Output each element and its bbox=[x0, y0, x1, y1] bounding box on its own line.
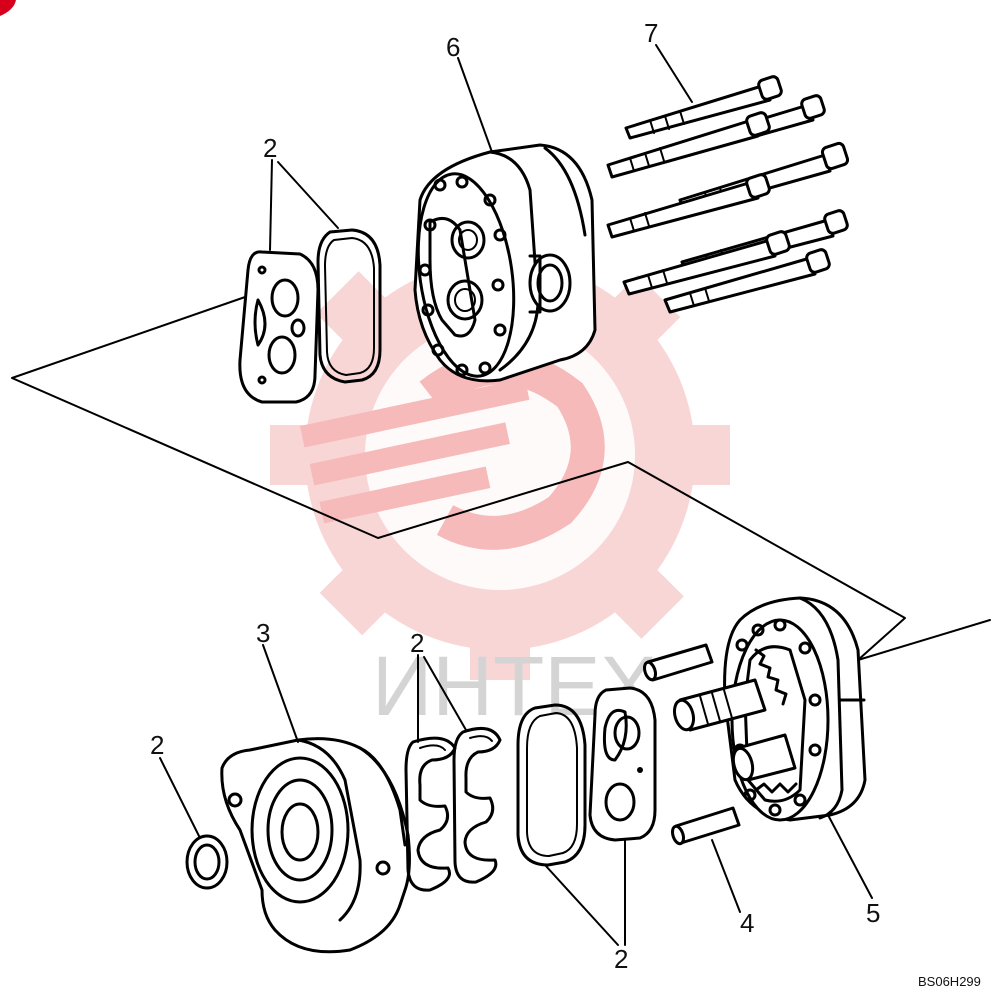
bolt-set bbox=[606, 75, 850, 314]
bolt bbox=[606, 111, 771, 179]
callout-3: 3 bbox=[256, 618, 270, 648]
top-wear-plate bbox=[238, 250, 320, 404]
callout-5: 5 bbox=[866, 898, 880, 928]
callout-4: 4 bbox=[740, 908, 754, 938]
drawing-code: BS06H299 bbox=[918, 974, 981, 989]
bottom-wear-plate bbox=[588, 686, 657, 842]
gear-housing bbox=[672, 596, 867, 822]
callout-7: 7 bbox=[644, 18, 658, 48]
watermark-logo-inner bbox=[299, 320, 635, 590]
dowel-pin-upper bbox=[642, 643, 714, 682]
assembly-plane-outline bbox=[11, 295, 906, 661]
callout-2-top: 2 bbox=[263, 133, 277, 163]
bolt bbox=[624, 75, 783, 140]
callout-2-bottom: 2 bbox=[614, 944, 628, 974]
bolt bbox=[622, 230, 791, 296]
leader-lines bbox=[159, 44, 873, 946]
seal-pair-right bbox=[452, 726, 502, 884]
callout-6: 6 bbox=[446, 32, 460, 62]
mounting-flange-cover bbox=[220, 737, 411, 954]
plane-edge bbox=[857, 619, 991, 661]
pump-body-housing bbox=[413, 143, 597, 383]
shaft-seal bbox=[185, 834, 229, 890]
bolt bbox=[606, 173, 771, 239]
dowel-pin-lower bbox=[670, 806, 741, 846]
seal-pair-left bbox=[404, 736, 457, 892]
bolt bbox=[663, 248, 831, 314]
bottom-o-ring bbox=[516, 703, 587, 867]
top-o-ring bbox=[316, 228, 382, 384]
callout-2-left: 2 bbox=[150, 730, 164, 760]
callout-2-mid: 2 bbox=[410, 628, 424, 658]
corner-mark bbox=[0, 0, 16, 16]
